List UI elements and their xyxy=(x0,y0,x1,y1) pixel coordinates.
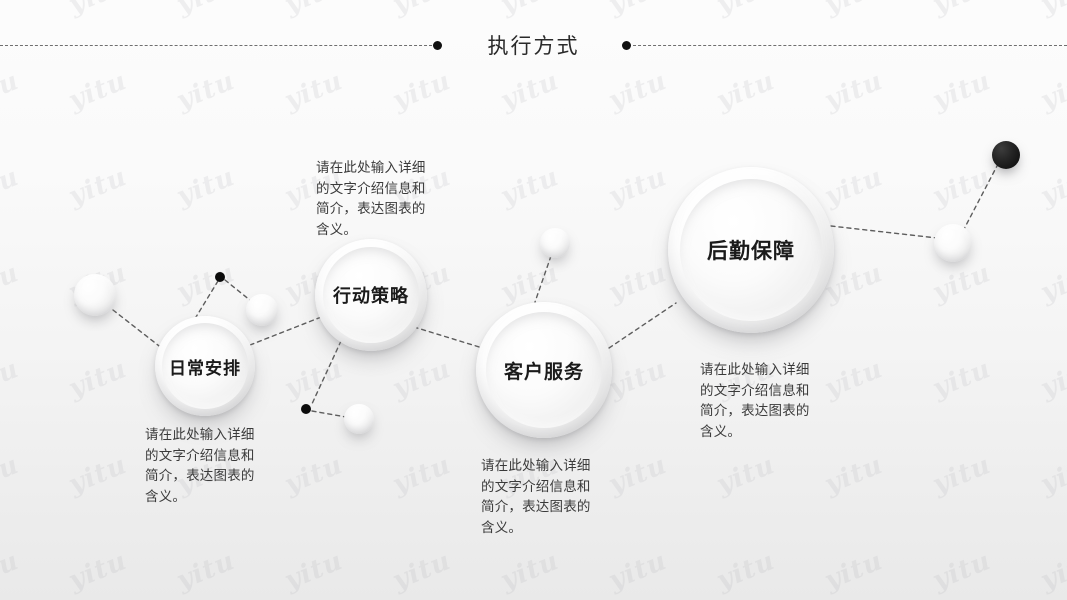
decor-sphere-1 xyxy=(74,274,116,316)
desc-line: 简介，表达图表的 xyxy=(145,468,255,485)
slide-title-bar: 执行方式 xyxy=(0,30,1067,62)
desc-line: 请在此处输入详细 xyxy=(481,458,591,474)
title-dot-right xyxy=(622,41,631,50)
node-face xyxy=(322,246,420,344)
node-label: 日常安排 xyxy=(169,358,241,379)
desc-line: 的文字介绍信息和 xyxy=(700,382,810,399)
node-face xyxy=(485,311,603,429)
connector-dot1-bead2 xyxy=(224,279,252,302)
node-circle-daily-arrangement[interactable]: 日常安排 xyxy=(155,316,255,416)
connector-node3-node4 xyxy=(608,302,677,349)
connector-node4-bead5 xyxy=(830,225,938,239)
desc-line: 含义。 xyxy=(145,488,187,505)
decor-dot-1 xyxy=(215,272,225,282)
desc-line: 的文字介绍信息和 xyxy=(316,180,426,197)
decor-sphere-3 xyxy=(344,404,374,434)
desc-line: 简介，表达图表的 xyxy=(700,403,810,420)
desc-line: 含义。 xyxy=(481,519,523,536)
connector-bead4-node3 xyxy=(534,255,552,303)
node-circle-customer-service[interactable]: 客户服务 xyxy=(476,302,612,438)
decor-sphere-5 xyxy=(934,224,972,262)
node-label: 客户服务 xyxy=(503,360,584,383)
node-face xyxy=(162,323,248,409)
description-block-daily-arrangement: 请在此处输入详细 的文字介绍信息和 简介，表达图表的 含义。 xyxy=(145,425,275,507)
desc-line: 简介，表达图表的 xyxy=(481,499,591,516)
node-face xyxy=(679,178,823,322)
decor-dot-2 xyxy=(301,404,311,414)
connector-node2-dot2 xyxy=(310,340,342,407)
connector-dot2-bead3 xyxy=(311,410,347,418)
desc-line: 的文字介绍信息和 xyxy=(481,478,591,495)
title-rule-right xyxy=(628,45,1067,46)
desc-line: 含义。 xyxy=(700,423,742,440)
decor-sphere-4 xyxy=(540,228,570,258)
desc-line: 含义。 xyxy=(316,221,358,238)
node-label: 行动策略 xyxy=(333,286,409,307)
title-rule-left xyxy=(0,45,437,46)
connector-node1-node2 xyxy=(249,313,330,346)
connector-bead5-dark xyxy=(962,165,998,232)
node-circle-action-strategy[interactable]: 行动策略 xyxy=(315,239,427,351)
desc-line: 请在此处输入详细 xyxy=(145,427,255,443)
node-label: 后勤保障 xyxy=(707,239,795,263)
title-dot-left xyxy=(433,41,442,50)
decor-sphere-2 xyxy=(246,294,278,326)
desc-line: 简介，表达图表的 xyxy=(316,201,426,218)
description-block-logistics-support: 请在此处输入详细 的文字介绍信息和 简介，表达图表的 含义。 xyxy=(700,360,830,442)
desc-line: 的文字介绍信息和 xyxy=(145,447,255,464)
connector-dot1-node1 xyxy=(195,280,219,318)
decor-sphere-dark xyxy=(992,141,1020,169)
page-title: 执行方式 xyxy=(487,34,580,58)
desc-line: 请在此处输入详细 xyxy=(700,362,810,378)
node-circle-logistics-support[interactable]: 后勤保障 xyxy=(668,167,834,333)
description-block-customer-service: 请在此处输入详细 的文字介绍信息和 简介，表达图表的 含义。 xyxy=(481,456,611,538)
connector-node2-node3 xyxy=(413,326,490,351)
connector-bead1-node1 xyxy=(112,309,164,350)
description-block-action-strategy: 请在此处输入详细 的文字介绍信息和 简介，表达图表的 含义。 xyxy=(316,158,446,240)
desc-line: 请在此处输入详细 xyxy=(316,160,426,176)
